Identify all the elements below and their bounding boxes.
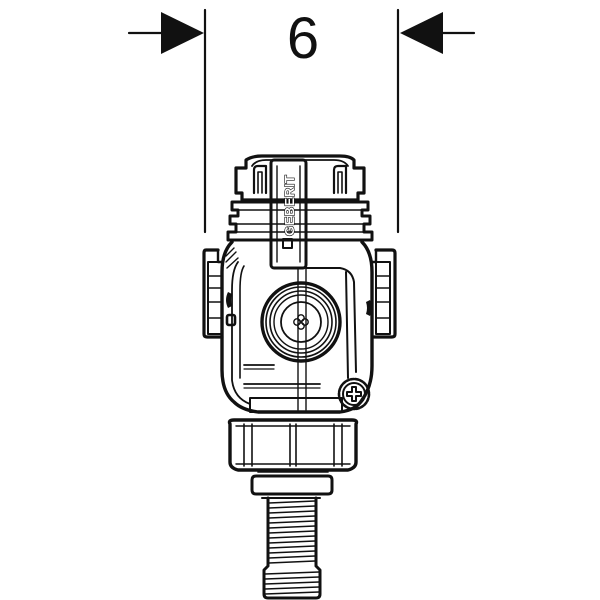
- union-nut: [227, 418, 359, 473]
- left-arrow-icon: [161, 12, 204, 54]
- shank-collar: [250, 474, 334, 499]
- brand-square-icon: [282, 238, 293, 249]
- dimension-label: 6: [287, 6, 319, 71]
- quatrefoil-vent-icon: [293, 314, 309, 330]
- dimension-annotation: 6: [127, 6, 476, 234]
- phillips-cross-icon: [346, 386, 362, 402]
- right-side-outlet: [366, 248, 397, 339]
- left-side-outlet: [202, 248, 237, 339]
- adjustment-screw: [337, 377, 371, 411]
- threaded-shank: [262, 496, 322, 600]
- center-membrane-cap: [260, 281, 342, 363]
- brand-strap: GEBERIT: [269, 158, 308, 270]
- brand-logo-text: GEBERIT: [282, 175, 297, 236]
- right-arrow-icon: [400, 12, 443, 54]
